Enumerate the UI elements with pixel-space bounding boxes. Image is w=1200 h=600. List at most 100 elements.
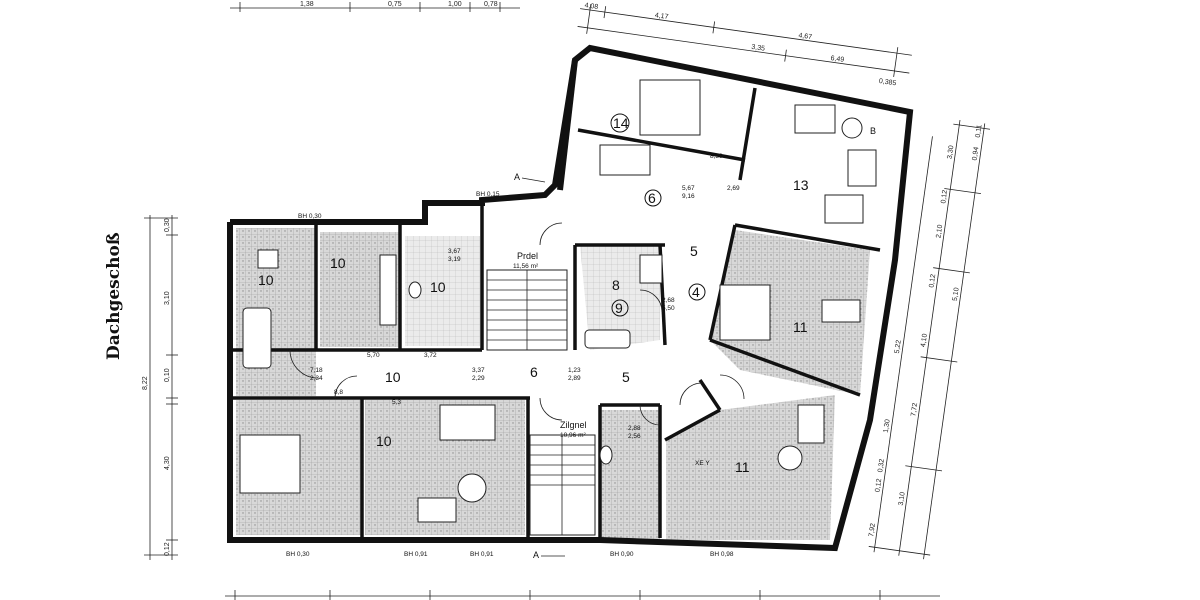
- side-table: [841, 117, 863, 139]
- label-zilgnel: Zilgnel: [560, 420, 587, 430]
- room-numbers: 14 13 6 5 4 8 9 10 10 10 10 10 6 5 11 11: [258, 113, 809, 475]
- bh-label-2: BH 0,30: [286, 551, 310, 558]
- right-dim-5: 0,12: [928, 274, 937, 289]
- stair-upper: [486, 269, 568, 351]
- area-3: 3,72: [424, 352, 437, 359]
- section-marker-bottom: A: [533, 550, 539, 560]
- right-dim-11: 0,32: [877, 458, 886, 473]
- bh-label-1: BH 0,15: [476, 191, 500, 198]
- top-dim-1: 0,75: [388, 1, 402, 8]
- tr-dim-1: 4,17: [654, 12, 669, 21]
- desk-right: [824, 194, 864, 224]
- label-xey: XE Y: [695, 460, 710, 467]
- right-dim-12: 0,12: [874, 478, 883, 493]
- right-dimension-lines: 0,11 0,94 3,30 0,12 2,10 0,12 5,10 4,10 …: [868, 119, 991, 560]
- bathtub: [242, 307, 272, 369]
- left-dimension-lines: 0,30 3,10 0,10 4,30 0,12 8,22: [142, 215, 178, 560]
- room-num-6-mid: 6: [530, 364, 538, 380]
- armchair-11: [797, 404, 825, 444]
- section-marker-top: A: [514, 172, 520, 182]
- door-swings: [289, 222, 745, 426]
- interior-walls: [232, 87, 881, 538]
- area-16: 5,50: [662, 305, 675, 312]
- bed-left: [239, 434, 301, 494]
- area-4: 7,18: [310, 367, 323, 374]
- room-labels: Prdel 11,56 m² Zilgnel 10,96 m² XE Y: [513, 251, 710, 467]
- room-num-10-e: 10: [376, 433, 392, 449]
- kitchen-counter: [379, 254, 397, 326]
- left-dim-2: 0,10: [164, 368, 171, 382]
- bed-top: [639, 79, 701, 136]
- round-rug: [457, 473, 487, 503]
- bottom-dimension-lines: [225, 590, 940, 600]
- room-num-9: 9: [615, 300, 623, 316]
- left-dim-3: 4,30: [164, 456, 171, 470]
- right-dim-0: 0,11: [975, 124, 984, 138]
- right-dim-13: 3,10: [898, 491, 907, 506]
- room-num-11-bottom: 11: [735, 459, 750, 475]
- armchair-right: [847, 149, 877, 187]
- room-num-5-top: 5: [690, 243, 698, 259]
- area-13: 9,16: [682, 193, 695, 200]
- left-dim-4: 0,12: [164, 542, 171, 556]
- tr-dim-5: 0,385: [878, 78, 896, 87]
- room-num-10-c: 10: [430, 279, 446, 295]
- top-dim-0: 1,38: [300, 1, 314, 8]
- room-num-10-a: 10: [258, 272, 274, 288]
- right-dim-14: 7,92: [868, 523, 877, 538]
- bathtub-9: [584, 329, 631, 349]
- dining-table: [439, 404, 496, 441]
- right-dim-3: 0,12: [940, 189, 949, 204]
- area-15: 8,50: [710, 153, 723, 160]
- area-7: 2,29: [472, 375, 485, 382]
- right-dim-4: 2,10: [935, 224, 944, 239]
- area-10: 2,88: [628, 425, 641, 432]
- right-dim-6: 5,10: [952, 287, 961, 302]
- top-right-dimension-lines: 4,08 4,17 4,67 3,35 6,49 0,385: [577, 2, 912, 87]
- tr-dim-2: 4,67: [798, 32, 813, 41]
- chair: [257, 249, 279, 269]
- left-dim-0: 0,30: [164, 218, 171, 232]
- right-dim-9: 7,72: [910, 402, 919, 417]
- area-1: 3,19: [448, 256, 461, 263]
- right-dim-10: 1,30: [883, 419, 892, 434]
- bh-label-4: BH 0,91: [470, 551, 494, 558]
- label-prdel-area: 11,56 m²: [513, 263, 539, 270]
- right-dim-7: 4,10: [920, 333, 929, 348]
- sofa-bottom: [417, 497, 457, 523]
- area-8: 1,23: [568, 367, 581, 374]
- misc-label-b: B: [870, 126, 876, 136]
- top-dim-3: 0,78: [484, 1, 498, 8]
- stair-lower: [529, 434, 596, 536]
- bh-label-5: BH 0,90: [610, 551, 634, 558]
- top-dim-2: 1,00: [448, 1, 462, 8]
- misc-label-0: 8,8: [334, 389, 343, 396]
- room-num-8: 8: [612, 277, 620, 293]
- right-dim-1: 0,94: [972, 146, 981, 161]
- left-dim-total: 8,22: [142, 376, 149, 390]
- room-num-6-top: 6: [648, 190, 656, 206]
- tr-dim-3: 3,35: [751, 44, 766, 53]
- bh-label-3: BH 0,91: [404, 551, 428, 558]
- room-num-10-d: 10: [385, 369, 401, 385]
- bh-label-6: BH 0,98: [710, 551, 734, 558]
- label-zilgnel-area: 10,96 m²: [560, 432, 586, 439]
- right-dim-2: 3,30: [947, 145, 956, 160]
- washer: [639, 254, 663, 284]
- room-num-5-mid: 5: [622, 369, 630, 385]
- area-labels: 3,67 3,19 5,70 3,72 7,18 2,34 3,37 2,29 …: [310, 153, 740, 440]
- area-2: 5,70: [367, 352, 380, 359]
- room-num-4: 4: [692, 284, 700, 300]
- room-num-13: 13: [793, 177, 809, 193]
- furniture: [239, 79, 877, 523]
- left-dim-1: 3,10: [164, 291, 171, 305]
- room-num-14: 14: [613, 115, 629, 131]
- area-6: 3,37: [472, 367, 485, 374]
- armchair-top: [794, 104, 836, 134]
- desk-6: [599, 144, 651, 176]
- area-11: 2,56: [628, 433, 641, 440]
- bed-right: [719, 284, 771, 341]
- area-17: 2,69: [727, 185, 740, 192]
- right-dim-8: 5,22: [894, 339, 903, 354]
